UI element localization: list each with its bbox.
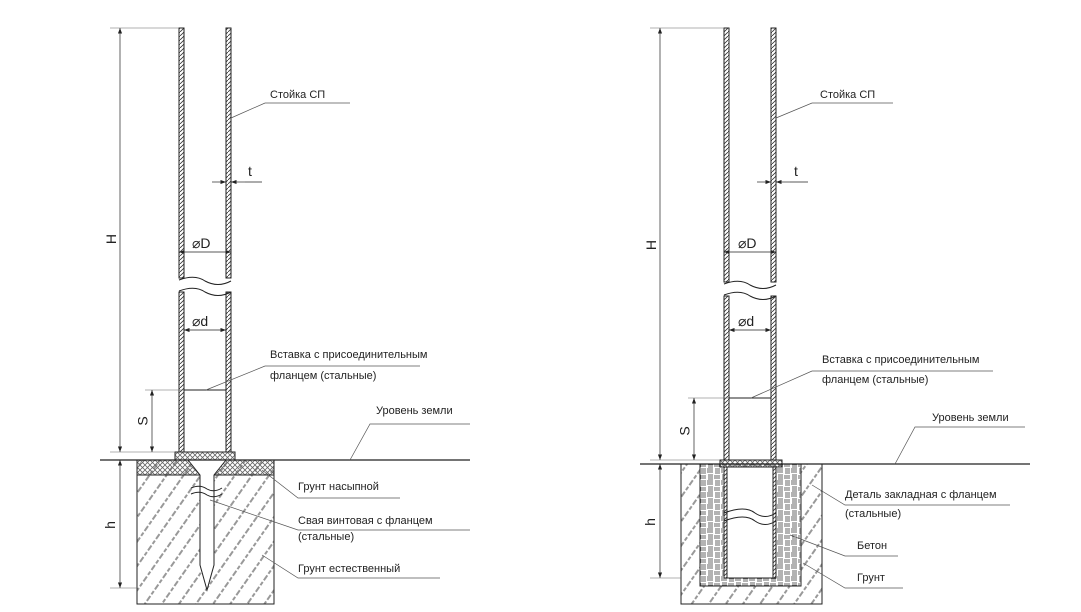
right-thickness-label: t [794,163,798,179]
natural-soil-label: Грунт естественный [298,563,401,575]
left-insert-label-2: фланцем (стальные) [270,370,377,382]
embed-label-2: (стальные) [845,508,902,520]
right-variant-concrete [640,27,1030,605]
right-insert-label-2: фланцем (стальные) [822,374,929,386]
pile-label-2: (стальные) [298,531,355,543]
flange [174,451,236,461]
post-wall [178,27,185,279]
left-inner-diameter-label: ⌀d [192,313,209,329]
concrete-label: Бетон [857,540,888,552]
left-outer-diameter-label: ⌀D [192,235,211,251]
soil-label: Грунт [857,572,885,584]
embed-label-1: Деталь закладная с фланцем [845,489,997,501]
right-dim-H: H [643,239,660,251]
left-post-label: Стойка СП [270,89,326,101]
left-insert-label-1: Вставка с присоединительным [270,349,428,361]
left-ground-level-label: Уровень земли [376,405,453,417]
right-post-label: Стойка СП [820,89,876,101]
left-variant-pile [100,27,470,605]
pile-label-1: Свая винтовая с фланцем [298,515,433,527]
right-inner-diameter-label: ⌀d [738,313,755,329]
right-outer-diameter-label: ⌀D [738,235,757,251]
right-dim-S: S [676,426,693,436]
embedded-part [723,466,777,579]
post-wall [723,27,730,283]
left-dim-H: H [103,233,120,245]
right-dim-h: h [641,518,658,526]
right-ground-level-label: Уровень земли [932,412,1009,424]
fill-soil-label: Грунт насыпной [298,481,379,493]
left-dim-h: h [101,521,118,529]
left-thickness-label: t [248,163,252,179]
screw-pile [186,459,228,592]
left-dim-S: S [134,416,151,426]
right-insert-label-1: Вставка с присоединительным [822,354,980,366]
